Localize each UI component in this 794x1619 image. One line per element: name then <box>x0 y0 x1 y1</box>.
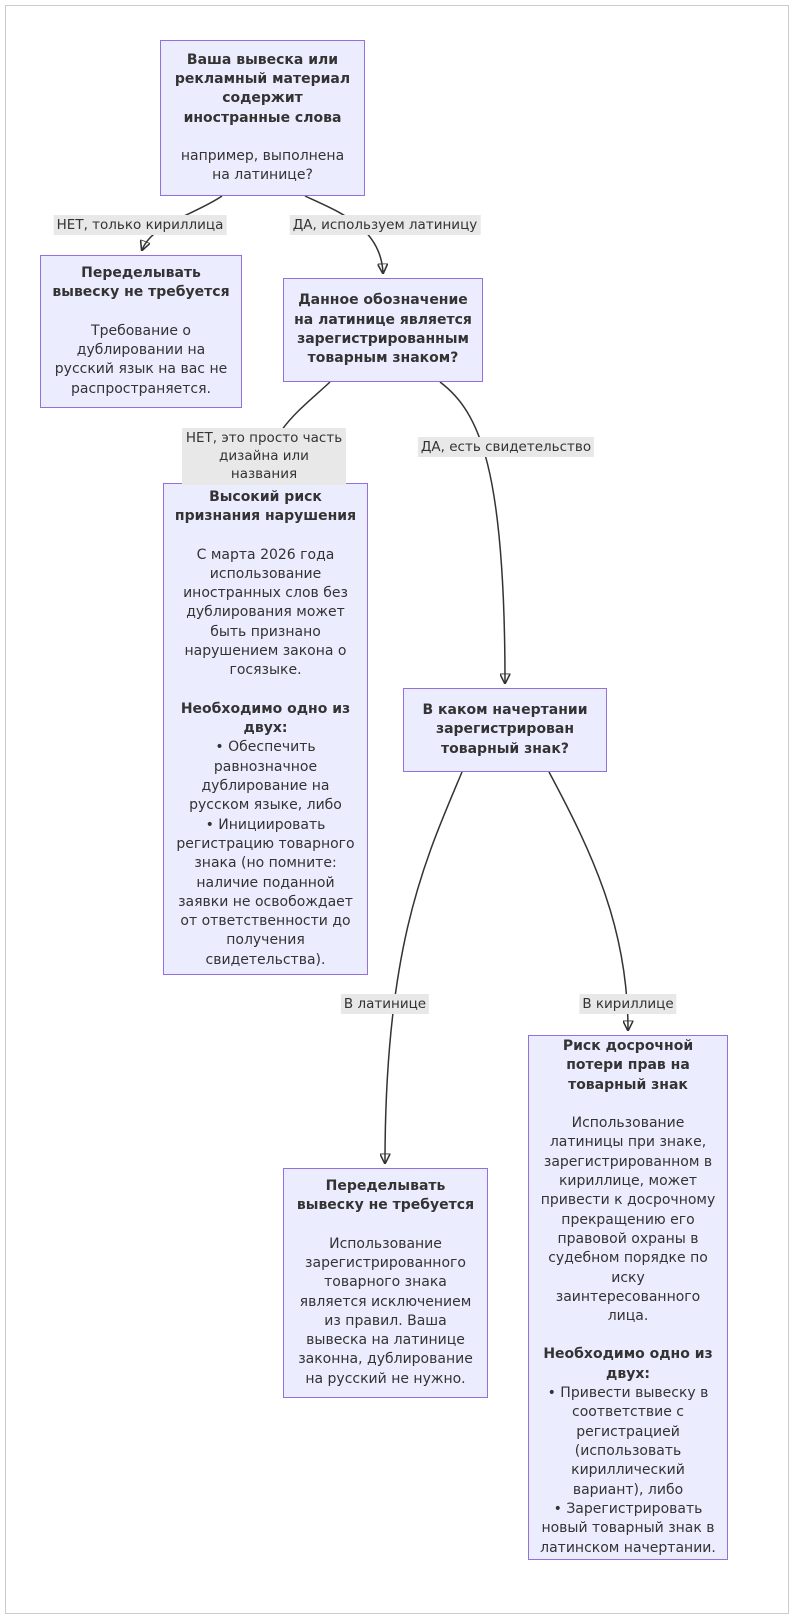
edge-label-no-design: НЕТ, это просто часть дизайна или назван… <box>182 428 346 485</box>
node-violation-risk-options: • Обеспечить равнозначное дублирование н… <box>176 739 355 968</box>
node-trademark-question: Данное обозначение на латинице является … <box>283 278 483 382</box>
node-loss-risk: Риск досрочной потери прав на товарный з… <box>528 1035 728 1560</box>
node-trademark-question-title: Данное обозначение на латинице является … <box>294 292 472 367</box>
node-start: Ваша вывеска или рекламный материал соде… <box>160 40 365 196</box>
node-typeface-question: В каком начертании зарегистрирован товар… <box>403 688 607 772</box>
node-no-redo-cyrillic: Переделывать вывеску не требуется Требов… <box>40 255 242 408</box>
node-no-redo-trademark-title: Переделывать вывеску не требуется <box>296 1177 475 1214</box>
node-loss-risk-options: • Привести вывеску в соответствие с реги… <box>540 1385 716 1556</box>
node-start-body: например, выполнена на латинице? <box>180 147 345 184</box>
node-loss-risk-title: Риск досрочной потери прав на товарный з… <box>562 1038 694 1093</box>
edge-typeface-to-no-redo-trademark <box>385 771 463 1163</box>
edge-trademark-to-typeface-question <box>439 381 505 683</box>
edge-label-no-only-cyrillic: НЕТ, только кириллица <box>53 215 227 236</box>
node-violation-risk: Высокий риск признания нарушения С марта… <box>163 483 368 975</box>
node-violation-risk-intro: С марта 2026 года использование иностран… <box>183 546 348 679</box>
node-no-redo-trademark: Переделывать вывеску не требуется Исполь… <box>283 1168 488 1398</box>
node-loss-risk-intro: Использование латиницы при знаке, зареги… <box>540 1115 716 1325</box>
node-loss-risk-need-title: Необходимо одно из двух: <box>543 1346 713 1382</box>
node-violation-risk-need-title: Необходимо одно из двух: <box>180 700 351 737</box>
edge-label-yes-certificate: ДА, есть свидетельство <box>417 437 595 458</box>
edge-label-latin: В латинице <box>340 994 430 1015</box>
node-no-redo-cyrillic-title: Переделывать вывеску не требуется <box>52 265 230 301</box>
node-start-title: Ваша вывеска или рекламный материал соде… <box>174 51 351 126</box>
edge-label-yes-latin: ДА, используем латиницу <box>289 215 481 236</box>
node-no-redo-trademark-body: Использование зарегистрированного товарн… <box>298 1235 473 1387</box>
node-typeface-question-title: В каком начертании зарегистрирован товар… <box>422 702 588 757</box>
node-no-redo-cyrillic-body: Требование о дублировании на русский язы… <box>54 322 228 397</box>
node-violation-risk-title: Высокий риск признания нарушения <box>174 488 357 525</box>
edge-typeface-to-loss-risk <box>548 771 628 1030</box>
edge-label-cyrillic: В кириллице <box>579 994 677 1015</box>
